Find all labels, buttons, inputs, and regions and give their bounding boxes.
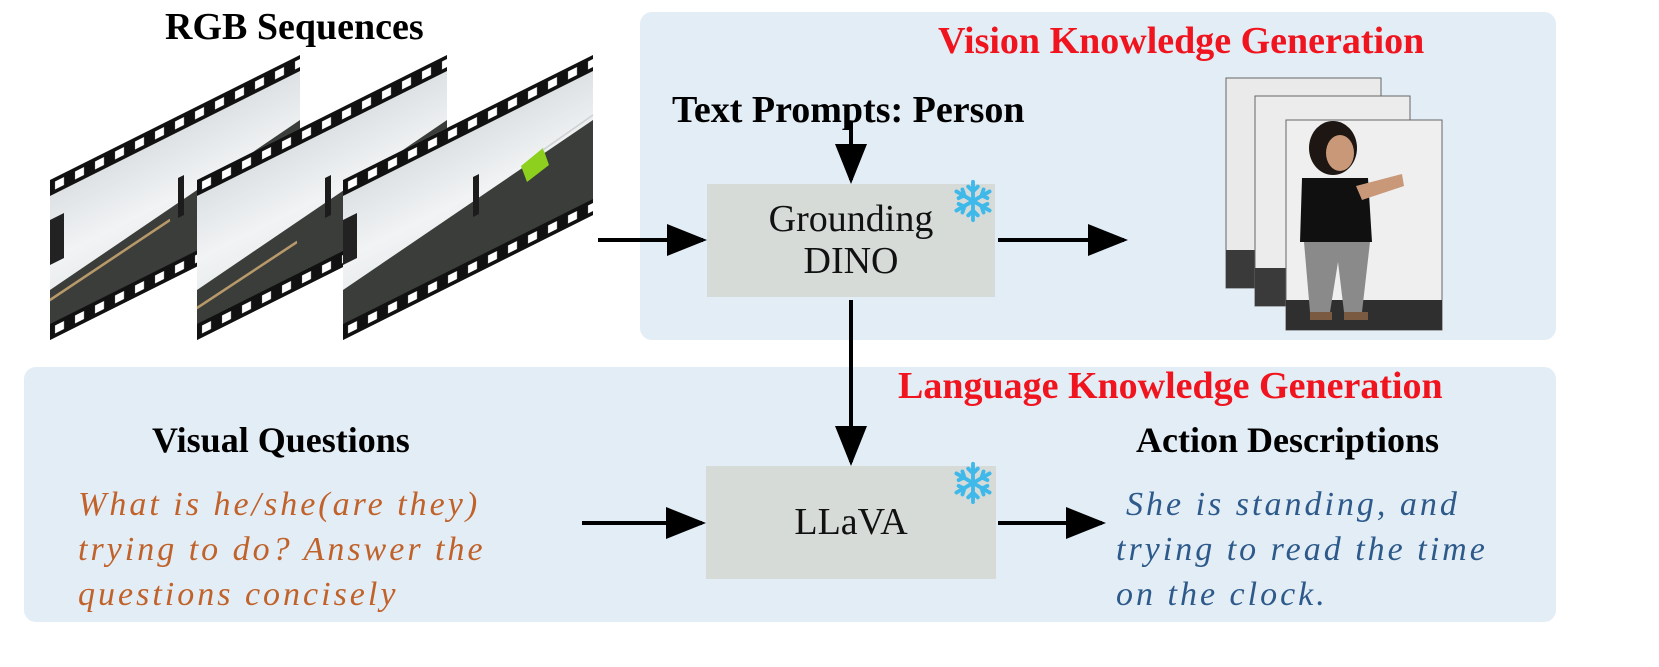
visual-question-line-3: questions concisely: [78, 576, 399, 613]
visual-questions-title: Visual Questions: [152, 420, 410, 460]
action-description-text: She is standing, and trying to read the …: [1116, 482, 1488, 617]
language-knowledge-title: Language Knowledge Generation: [898, 365, 1443, 407]
grounding-dino-box: Grounding DINO: [707, 184, 995, 297]
action-description-line-3: on the clock.: [1116, 576, 1328, 613]
person-crop-3: [1285, 119, 1443, 331]
action-description-line-2: trying to read the time: [1116, 531, 1488, 568]
grounding-dino-line-2: DINO: [803, 239, 899, 282]
llava-label: LLaVA: [794, 500, 908, 543]
llava-box: LLaVA: [706, 466, 996, 579]
rgb-sequences-title: RGB Sequences: [165, 6, 424, 48]
vision-knowledge-title: Vision Knowledge Generation: [938, 20, 1425, 62]
snowflake-icon: [954, 179, 992, 223]
snowflake-icon: [954, 461, 992, 505]
video-frame-3: [343, 55, 594, 340]
action-descriptions-title: Action Descriptions: [1136, 420, 1439, 460]
visual-question-line-1: What is he/she(are they): [78, 486, 481, 523]
text-prompt-label: Text Prompts: Person: [672, 89, 1025, 131]
visual-question-text: What is he/she(are they) trying to do? A…: [78, 482, 486, 617]
video-frame-2: [196, 55, 447, 340]
grounding-dino-line-1: Grounding: [768, 197, 934, 240]
action-description-line-1: She is standing, and: [1126, 486, 1460, 523]
visual-question-line-2: trying to do? Answer the: [78, 531, 486, 568]
